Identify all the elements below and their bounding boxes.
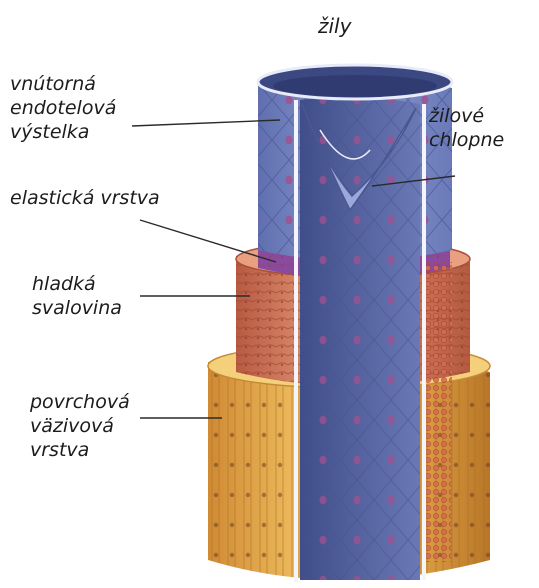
label-line: vnútorná [10, 72, 116, 96]
label-endothelium: vnútorná endotelová výstelka [10, 72, 116, 144]
label-line: elastická vrstva [10, 186, 160, 210]
label-line: povrchová [30, 390, 130, 414]
leader-endothelium [132, 120, 280, 126]
label-elastic-layer: elastická vrstva [10, 186, 160, 210]
diagram-title: žily [318, 14, 351, 38]
label-outer-layer: povrchová väzivová vrstva [30, 390, 130, 462]
label-line: väzivová [30, 414, 130, 438]
label-line: chlopne [429, 128, 504, 152]
label-line: svalovina [32, 296, 122, 320]
leader-elastic [140, 220, 276, 262]
label-line: hladká [32, 272, 122, 296]
label-line: výstelka [10, 120, 116, 144]
vein-opening [258, 65, 452, 99]
label-smooth-muscle: hladká svalovina [32, 272, 122, 320]
label-line: vrstva [30, 438, 130, 462]
label-line: endotelová [10, 96, 116, 120]
label-valves: žilové chlopne [429, 104, 504, 152]
label-line: žilové [429, 104, 504, 128]
